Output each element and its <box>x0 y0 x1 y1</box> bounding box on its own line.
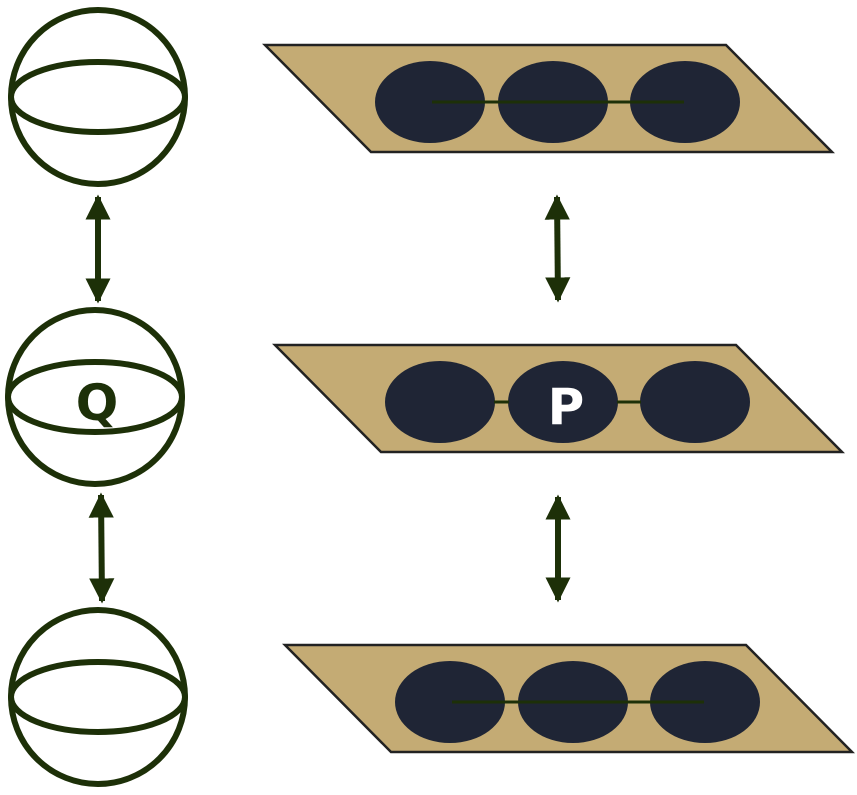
arrow-plane-top-middle <box>544 194 571 303</box>
sphere-top-outline <box>8 7 188 187</box>
sphere-top-equator <box>8 59 188 135</box>
plane-top-ellipse-left <box>375 61 485 143</box>
plane-middle-center-label: P <box>548 378 585 436</box>
plane-top <box>262 43 835 154</box>
sphere-middle: Q <box>5 307 185 487</box>
sphere-middle-label: Q <box>76 374 119 432</box>
plane-middle-ellipse-center <box>508 361 618 443</box>
sphere-bottom-equator <box>8 659 188 735</box>
sphere-bottom-outline <box>8 607 188 787</box>
sphere-top <box>8 7 188 187</box>
plane-bottom-ellipse-left <box>395 661 505 743</box>
plane-bottom <box>282 643 855 754</box>
plane-middle-ellipse-right <box>640 361 750 443</box>
plane-middle-ellipse-left <box>385 361 495 443</box>
arrow-sphere-middle-bottom <box>88 492 115 604</box>
plane-bottom-ellipse-right <box>650 661 760 743</box>
sphere-middle-equator <box>5 359 185 435</box>
plane-top-ellipse-right <box>630 61 740 143</box>
plane-middle: P <box>272 343 845 454</box>
sphere-bottom <box>8 607 188 787</box>
